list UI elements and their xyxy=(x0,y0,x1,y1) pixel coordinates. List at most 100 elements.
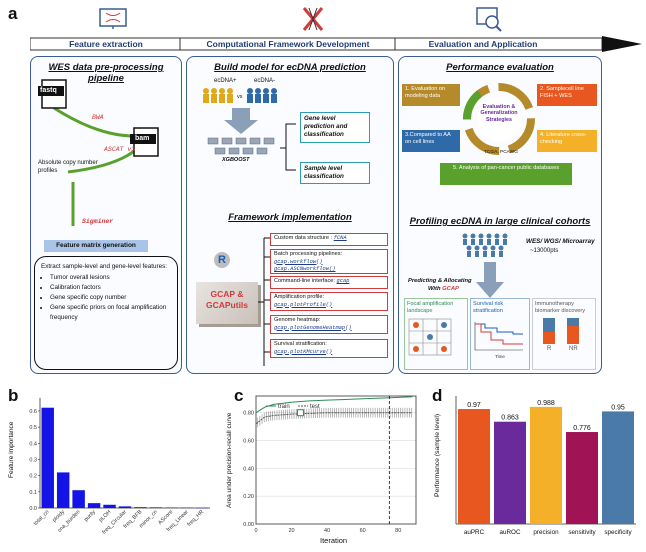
timeline-arrow xyxy=(30,36,642,52)
d-value-label: 0.97 xyxy=(467,402,481,409)
impl-box-amplification: Amplification profile:gcap.plotProfile() xyxy=(270,292,388,311)
d-category-label: auPRC xyxy=(464,529,485,536)
gcap-package-box: GCAP & GCAPutils xyxy=(196,282,258,324)
ecdna-pos-label: ecDNA+ xyxy=(214,78,237,84)
d-category-label: precision xyxy=(533,529,559,536)
c-xtick-label: 40 xyxy=(324,528,330,534)
ascat-label: ASCAT v3 xyxy=(104,146,136,153)
c-ylabel: Area under precision-recall curve xyxy=(226,412,233,508)
c-ytick-label: 0.40 xyxy=(243,466,254,472)
impl-box-survival: Survival stratification:gcap.plotKMcurve… xyxy=(270,339,388,358)
c-xtick-label: 60 xyxy=(360,528,366,534)
focal-landscape-box: Focal amplification landscape xyxy=(404,298,468,370)
d-category-label: sensitivity xyxy=(568,529,596,536)
bam-file-icon xyxy=(130,127,159,157)
people-model-diagram xyxy=(203,88,296,171)
wes-pipeline-title: WES data pre-processing pipeline xyxy=(48,62,164,84)
eval-item-2: 2. Samplecell line FISH + WES xyxy=(537,84,597,106)
chromosome-icon xyxy=(302,7,324,31)
b-bar xyxy=(149,507,163,508)
c-train-line xyxy=(255,396,413,414)
build-model-title: Build model for ecDNA prediction xyxy=(214,62,366,73)
header-feature-extraction: Feature extraction xyxy=(69,39,143,49)
b-bar xyxy=(41,407,54,508)
vs-label: vs xyxy=(237,94,243,100)
d-bar xyxy=(602,411,634,524)
d-ylabel: Performance (sample level) xyxy=(434,413,441,497)
c-xlabel: Iteration xyxy=(320,536,348,545)
bam-label: bam xyxy=(135,135,150,142)
panel-c-label: c xyxy=(234,386,244,405)
impl-title: Framework implementation xyxy=(228,212,352,223)
d-value-label: 0.95 xyxy=(611,404,625,411)
d-bar xyxy=(530,406,562,524)
d-category-label: specificity xyxy=(604,529,632,536)
sample-level-box: Sample level classification xyxy=(300,162,370,185)
d-bar xyxy=(458,409,490,524)
header-framework: Computational Framework Development xyxy=(206,39,370,49)
pts-label: ~13000pts xyxy=(530,248,559,254)
d-bar xyxy=(566,432,598,524)
b-ytick-label: 0.4 xyxy=(29,441,37,447)
eval-item-3: 3.Compared to AA on cell lines xyxy=(402,130,460,152)
b-bar xyxy=(56,472,70,508)
b-category-label: freq_HR xyxy=(186,509,205,528)
ecdna-neg-label: ecDNA- xyxy=(254,78,276,84)
fastq-file-icon xyxy=(38,79,67,109)
performance-title: Performance evaluation xyxy=(446,62,554,73)
impl-box-batch: Batch processing pipelines:gcap.workflow… xyxy=(270,249,388,274)
b-bar xyxy=(118,506,132,508)
evaluation-wheel xyxy=(463,83,535,155)
b-bar xyxy=(134,507,147,508)
feature-bullet: Gene specific copy number xyxy=(50,293,171,303)
c-ytick-label: 0.00 xyxy=(243,522,254,528)
km-curve-icon xyxy=(474,322,523,351)
c-frame xyxy=(255,395,417,525)
c-ytick-label: 0.60 xyxy=(243,439,254,445)
panel-d-label: d xyxy=(432,386,443,405)
xgboost-label: XGBOOST xyxy=(222,157,250,163)
feature-bullet: Tumor overall lesions xyxy=(50,273,171,283)
pipeline-diagram xyxy=(38,79,159,226)
c-ytick-label: 0.80 xyxy=(243,411,254,417)
feature-bullet: Gene specific priors on focal amplificat… xyxy=(50,303,171,323)
eval-item-4: 4. Literature cross-checking xyxy=(537,130,597,152)
b-category-label: purity xyxy=(83,509,97,523)
impl-box-data-structure: Custom data structure : fCNA xyxy=(270,233,388,246)
c-xtick-label: 0 xyxy=(254,528,257,534)
d-value-label: 0.776 xyxy=(573,425,591,432)
r-logo-icon: R xyxy=(214,252,230,268)
seq-types-label: WES/ WGS/ Microarray xyxy=(526,238,595,245)
nr-label: NR xyxy=(569,346,578,353)
bwa-label: BWA xyxy=(92,114,104,121)
b-bar xyxy=(72,490,85,508)
panel-b-label: b xyxy=(8,386,19,405)
b-ytick-label: 0.3 xyxy=(29,457,37,463)
eval-item-1: 1. Evaluation on modeling data xyxy=(402,84,460,106)
focal-grid-icon xyxy=(408,319,452,356)
fastq-label: fastq xyxy=(40,87,57,94)
patient-cohort-icon xyxy=(462,233,508,257)
eval-item-5: 5. Analysis of pan-cancer public databas… xyxy=(440,163,572,185)
c-xtick-label: 20 xyxy=(288,528,294,534)
monitor-dna-icon xyxy=(99,8,127,29)
c-marker xyxy=(296,409,304,417)
b-bar xyxy=(87,503,101,508)
feature-list-box: Extract sample-level and gene-level feat… xyxy=(34,256,178,370)
d-value-label: 0.863 xyxy=(501,415,519,422)
b-ytick-label: 0.6 xyxy=(29,409,37,415)
magnifier-chart-icon xyxy=(476,7,502,32)
b-bar xyxy=(103,504,116,508)
d-bar xyxy=(494,421,526,524)
header-evaluation: Evaluation and Application xyxy=(428,39,538,49)
survival-box: Survival risk stratification Time xyxy=(470,298,530,370)
panel-a-label: a xyxy=(8,4,18,23)
bracket-lines xyxy=(258,237,270,366)
c-test-line xyxy=(255,412,413,425)
abs-copy-label: Absolute copy number profiles xyxy=(38,160,98,174)
performance-chart: 0.97auPRC0.863auROC0.988precision0.776se… xyxy=(455,396,636,536)
feature-matrix-title: Feature matrix generation xyxy=(44,240,148,252)
impl-box-cli: Command-line interface: gcap xyxy=(270,276,388,289)
